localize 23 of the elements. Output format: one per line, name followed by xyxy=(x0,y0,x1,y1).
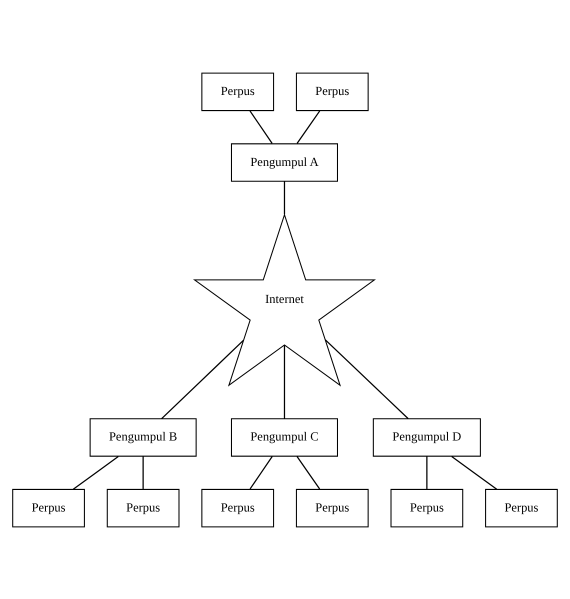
node-box: Perpus xyxy=(390,488,464,527)
connector xyxy=(296,456,320,489)
connector xyxy=(284,180,286,214)
connector xyxy=(426,456,428,488)
node-box: Pengumpul A xyxy=(230,142,338,182)
connector xyxy=(142,456,144,488)
connector xyxy=(451,456,498,490)
connector xyxy=(250,456,273,489)
node-box: Perpus xyxy=(485,488,558,527)
connector xyxy=(324,338,409,419)
connector xyxy=(296,110,320,144)
node-box: Pengumpul D xyxy=(372,418,481,456)
node-box: Pengumpul C xyxy=(230,418,338,456)
node-box: Perpus xyxy=(296,72,369,111)
node-box: Perpus xyxy=(201,72,274,111)
node-box: Perpus xyxy=(296,488,369,527)
node-box: Pengumpul B xyxy=(90,418,197,456)
connector xyxy=(161,339,244,419)
connector xyxy=(72,456,119,490)
node-box: Perpus xyxy=(106,488,180,527)
node-box: Perpus xyxy=(12,488,85,527)
node-box: Perpus xyxy=(201,488,274,527)
connector xyxy=(249,110,273,144)
